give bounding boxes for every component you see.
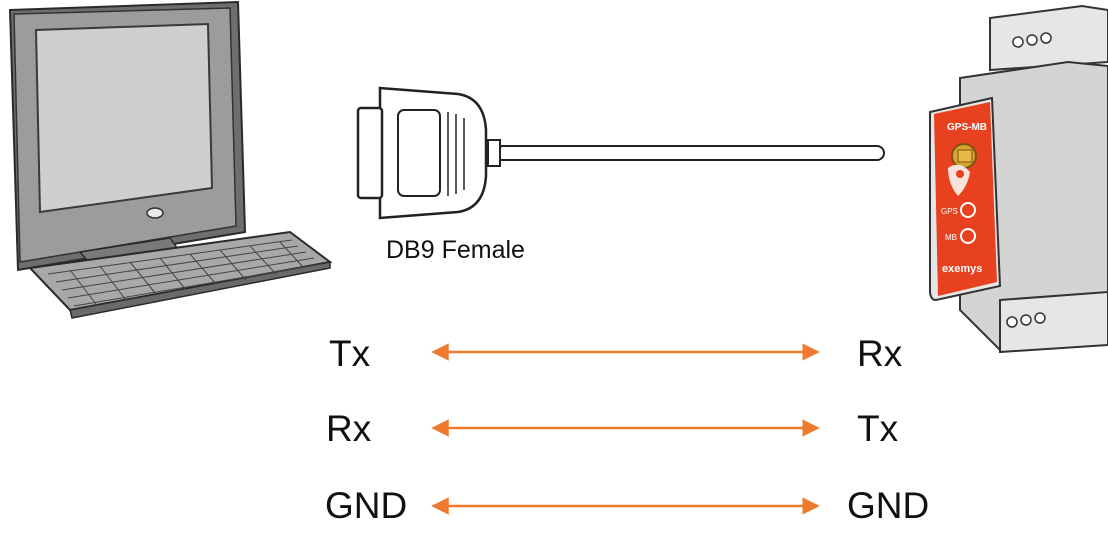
- signal-arrows: [431, 343, 820, 515]
- device-brand-label: exemys: [942, 263, 982, 275]
- pc-tx-label: Tx: [329, 333, 371, 374]
- desktop-computer-icon: [8, 0, 333, 319]
- device-gnd-label: GND: [847, 485, 930, 526]
- pc-rx-label: Rx: [326, 408, 372, 449]
- db9-connector-icon: [356, 86, 885, 220]
- device-model-label: GPS-MB: [947, 122, 987, 133]
- device-led-gps-label: GPS: [941, 207, 958, 216]
- device-led-mb-label: MB: [945, 233, 957, 242]
- connector-caption: DB9 Female: [386, 236, 525, 264]
- pc-gnd-label: GND: [325, 485, 408, 526]
- device-tx-label: Tx: [857, 408, 899, 449]
- din-rail-module-icon: GPS-MB GPS MB exemys: [929, 4, 1108, 354]
- device-rx-label: Rx: [857, 333, 903, 374]
